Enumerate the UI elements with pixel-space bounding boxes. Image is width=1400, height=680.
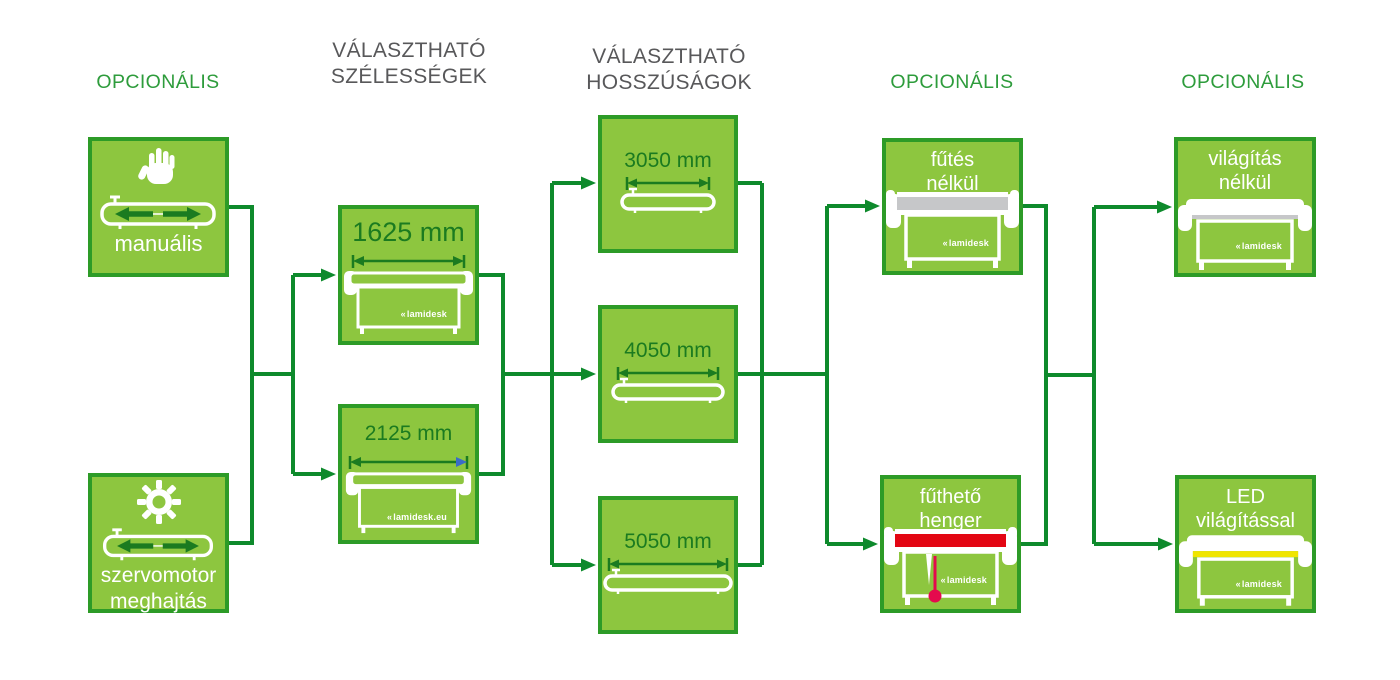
heated-roller-label: fűthető henger (884, 485, 1017, 534)
heating-none-line2: nélkül (926, 173, 979, 196)
machine-side-icon (603, 568, 733, 594)
watermark: «lamidesk (941, 575, 987, 585)
watermark: «lamidesk (1236, 579, 1282, 589)
header-optional-drive: OPCIONÁLIS (96, 71, 220, 93)
connector-heat-none-out (1023, 204, 1048, 375)
lighting-none-line1: világítás (1208, 148, 1282, 170)
watermark: «lamidesk (1236, 241, 1282, 251)
connector-heat-roller-out (1021, 375, 1048, 546)
watermark-text: lamidesk (1241, 579, 1282, 589)
node-servo-label-line2: meghajtás (110, 589, 207, 613)
node-length-5050: 5050 mm (598, 496, 738, 634)
node-lighting-led: LED világítással «lamidesk (1175, 475, 1316, 613)
watermark-text: lamidesk.eu (393, 512, 447, 522)
gear-icon (137, 480, 181, 524)
machine-side-icon (611, 377, 725, 403)
header-optional-heating: OPCIONÁLIS (890, 71, 1014, 93)
node-manual-drive: manuális (88, 137, 229, 277)
watermark-text: lamidesk (406, 309, 447, 319)
watermark-text: lamidesk (946, 575, 987, 585)
node-servo-drive: szervomotor meghajtás (88, 473, 229, 613)
watermark: «lamidesk (943, 238, 989, 248)
node-heated-roller: fűthető henger «lamidesk (880, 475, 1021, 613)
heated-roller-line1: fűthető (919, 486, 982, 508)
watermark-text: lamidesk (948, 238, 989, 248)
header-lengths-line2: HOSSZÚSÁGOK (586, 71, 752, 95)
connector-manual-out (229, 205, 254, 374)
header-lengths-line1: VÁLASZTHATÓ (592, 45, 746, 68)
header-widths: VÁLASZTHATÓ SZÉLESSÉGEK (320, 38, 498, 90)
machine-front-icon (1178, 199, 1312, 270)
machine-front-icon (1179, 535, 1312, 606)
lighting-led-line1: LED (1226, 486, 1265, 508)
length-3050-label: 3050 mm (624, 149, 712, 172)
watermark-text: lamidesk (1241, 241, 1282, 251)
connector-servo-out (229, 374, 254, 545)
machine-side-icon (620, 187, 716, 213)
lamidesk-logo-icon: « (400, 309, 406, 319)
machine-front-icon (345, 471, 472, 534)
lamidesk-logo-icon: « (940, 575, 946, 585)
width-1625-label: 1625 mm (352, 217, 465, 247)
thermometer-icon (926, 554, 942, 603)
lamidesk-logo-icon: « (1235, 579, 1241, 589)
lamidesk-logo-icon: « (1235, 241, 1241, 251)
heating-none-label: fűtés nélkül (886, 148, 1019, 197)
node-width-2125: 2125 mm «lamidesk.eu (338, 404, 479, 544)
watermark: «lamidesk (401, 309, 447, 319)
connector-width2-out (479, 374, 505, 476)
lamidesk-logo-icon: « (387, 512, 393, 522)
length-4050-label: 4050 mm (624, 339, 712, 362)
lighting-led-line2: világítással (1196, 510, 1295, 533)
node-heating-none: fűtés nélkül «lamidesk (882, 138, 1023, 275)
dimension-arrow-icon (348, 456, 469, 469)
heating-none-line1: fűtés (930, 149, 975, 171)
header-widths-line2: SZÉLESSÉGEK (330, 65, 488, 89)
header-lengths: VÁLASZTHATÓ HOSSZÚSÁGOK (580, 44, 758, 96)
node-manual-label: manuális (114, 231, 203, 256)
machine-front-icon (344, 271, 473, 334)
dimension-arrow-icon (616, 367, 720, 380)
length-5050-label: 5050 mm (624, 530, 712, 553)
lighting-none-line2: nélkül (1218, 172, 1272, 195)
lighting-none-label: világítás nélkül (1178, 147, 1312, 196)
dimension-arrow-icon (351, 255, 466, 268)
header-widths-line1: VÁLASZTHATÓ (332, 39, 486, 62)
node-width-1625: 1625 mm «lamidesk (338, 205, 479, 345)
heated-roller-line2: henger (919, 510, 982, 533)
node-servo-label: szervomotor meghajtás (92, 563, 225, 614)
hand-icon (138, 148, 175, 184)
machine-traverse-icon (103, 528, 213, 561)
lighting-led-label: LED világítással (1179, 485, 1312, 534)
node-length-4050: 4050 mm (598, 305, 738, 443)
node-length-3050: 3050 mm (598, 115, 738, 253)
machine-front-icon (886, 190, 1019, 268)
watermark: «lamidesk.eu (387, 512, 447, 522)
machine-traverse-icon (100, 195, 216, 229)
dimension-arrow-icon (607, 558, 729, 571)
machine-front-icon (884, 527, 1017, 605)
header-optional-lighting: OPCIONÁLIS (1181, 71, 1305, 93)
lamidesk-logo-icon: « (942, 238, 948, 248)
connector-width1-out (479, 273, 505, 374)
width-2125-label: 2125 mm (364, 422, 453, 445)
dimension-arrow-icon (625, 177, 711, 190)
node-servo-label-line1: szervomotor (100, 564, 217, 587)
node-lighting-none: világítás nélkül «lamidesk (1174, 137, 1316, 277)
